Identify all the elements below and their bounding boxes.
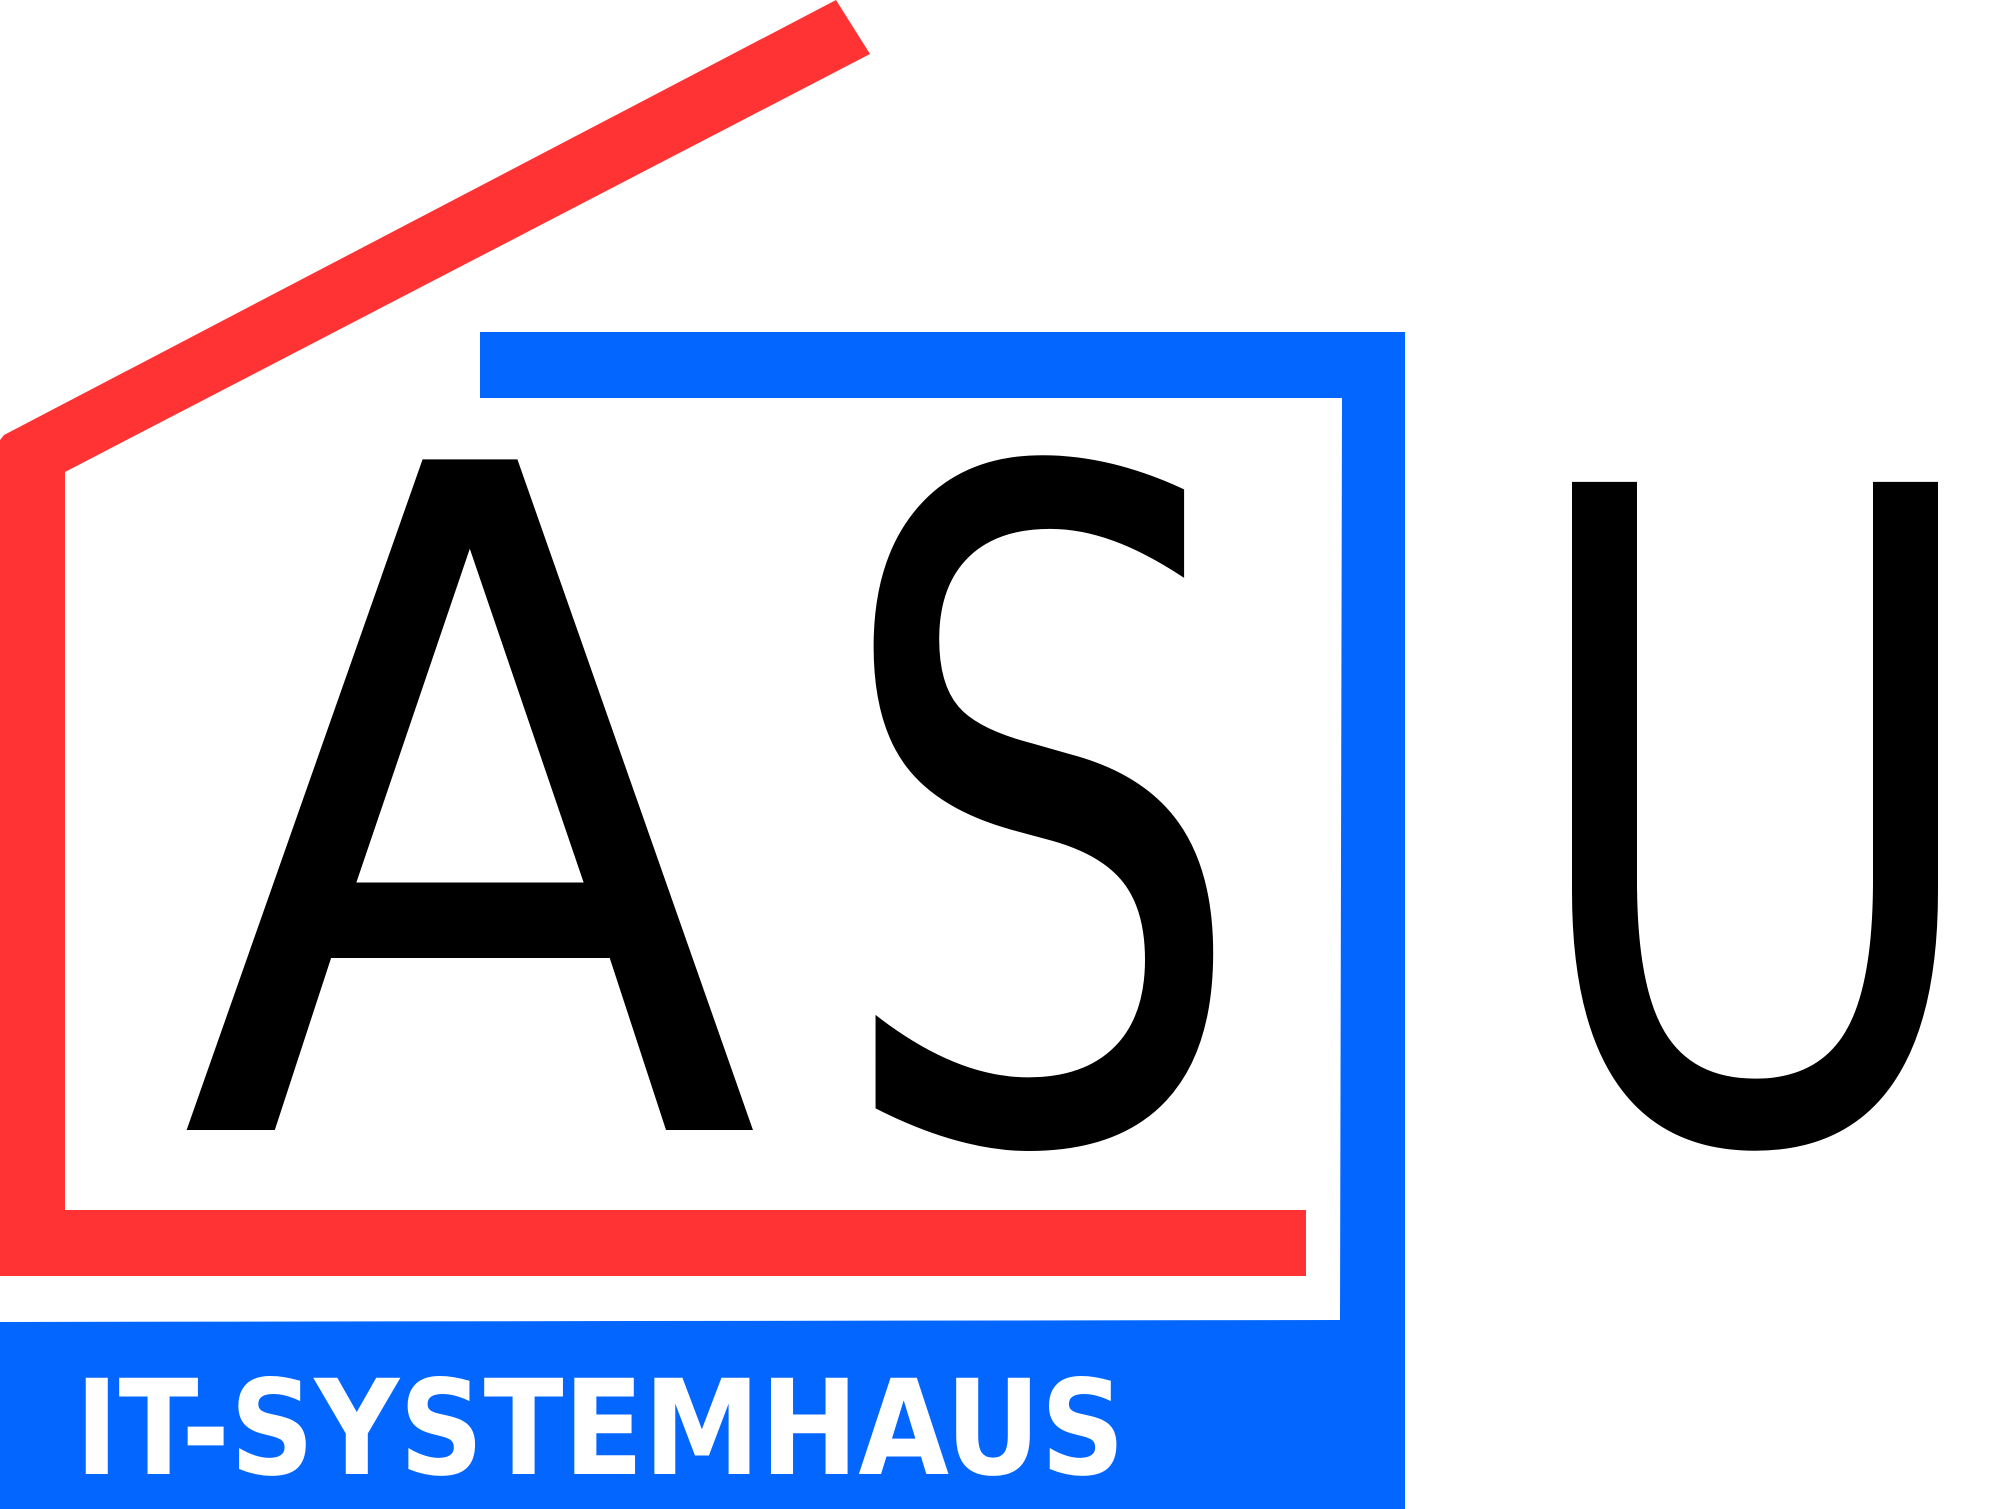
blue-frame-outline xyxy=(0,332,1405,1509)
letters-group: A S U xyxy=(180,276,1995,1355)
blue-frame xyxy=(0,332,1405,1509)
letter-s: S xyxy=(830,284,1250,1355)
tagline-text: IT-SYSTEMHAUS xyxy=(75,1352,1125,1506)
roof-stroke xyxy=(0,0,1306,1276)
letter-u: U xyxy=(1515,304,1995,1351)
letter-a: A xyxy=(180,276,763,1347)
red-house-outline xyxy=(0,0,1306,1276)
